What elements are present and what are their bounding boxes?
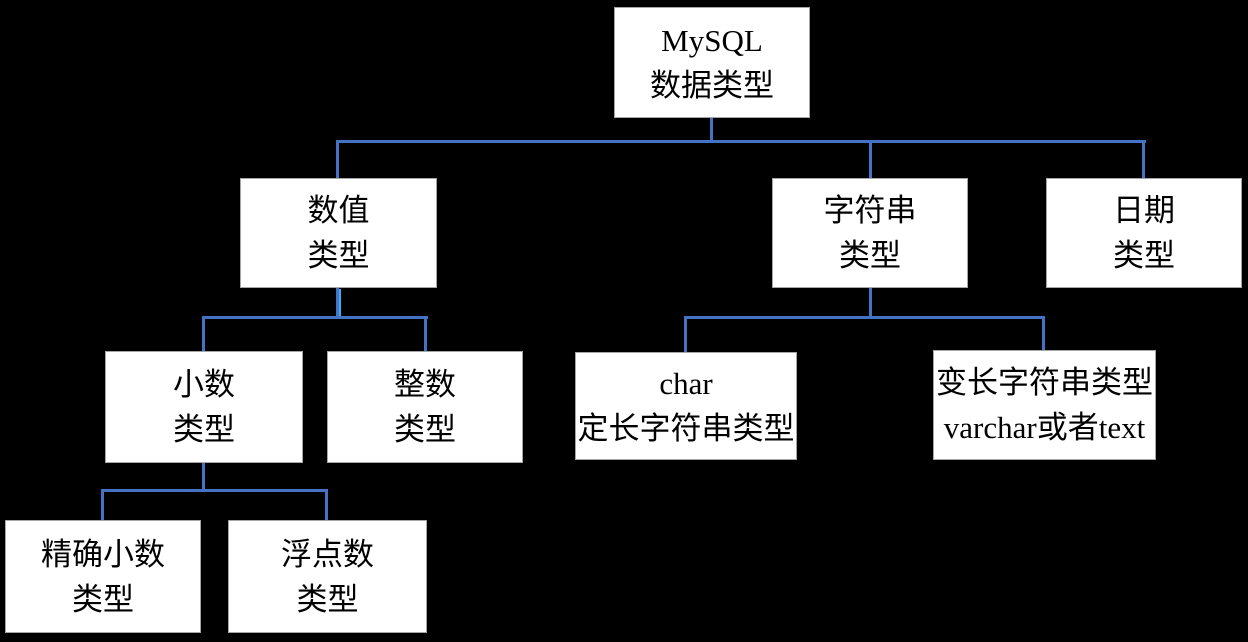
node-label-line: 类型 — [1113, 238, 1175, 273]
connector-numeric-rail — [202, 316, 428, 319]
node-label-line: 类型 — [307, 238, 370, 273]
connector-decimal-stub — [202, 463, 205, 492]
connector-string-rail — [684, 316, 1045, 319]
node-mysql-data-types: MySQL 数据类型 — [614, 7, 810, 118]
connector-drop-char — [684, 316, 687, 352]
connector-numeric-stub-highlight — [339, 289, 341, 318]
node-label-line: MySQL — [661, 22, 763, 58]
connector-drop-decimal — [202, 316, 205, 351]
connector-decimal-rail — [101, 489, 328, 492]
node-label-line: 类型 — [839, 238, 901, 273]
node-variable-length-string: 变长字符串类型 varchar或者text — [933, 350, 1156, 460]
node-label-line: 字符串 — [823, 193, 917, 228]
node-label-line: 浮点数 — [281, 536, 374, 572]
node-integer-type: 整数 类型 — [327, 351, 523, 463]
node-label-line: 定长字符串类型 — [577, 411, 795, 446]
node-label-line: char — [659, 366, 713, 401]
node-label-line: varchar或者text — [943, 410, 1146, 445]
node-date-type: 日期 类型 — [1046, 178, 1242, 288]
node-floating-point-type: 浮点数 类型 — [228, 520, 427, 633]
node-label-line: 类型 — [173, 412, 235, 447]
connector-drop-date — [1142, 140, 1145, 178]
node-label-line: 日期 — [1113, 193, 1175, 228]
node-label-line: 小数 — [173, 367, 235, 402]
node-string-type: 字符串 类型 — [772, 178, 968, 288]
connector-drop-varchar — [1042, 316, 1045, 350]
node-numeric-type: 数值 类型 — [240, 178, 437, 288]
connector-numeric-stub — [336, 288, 339, 318]
node-exact-decimal-type: 精确小数 类型 — [5, 520, 201, 633]
connector-drop-exact-decimal — [101, 489, 104, 520]
connector-string-stub — [869, 288, 872, 318]
connector-drop-numeric — [336, 140, 339, 178]
connector-drop-float — [325, 489, 328, 520]
connector-drop-integer — [424, 316, 427, 351]
node-decimal-type: 小数 类型 — [105, 351, 303, 463]
connector-drop-string — [869, 140, 872, 178]
node-label-line: 精确小数 — [41, 536, 165, 572]
node-label-line: 类型 — [296, 581, 359, 617]
node-label-line: 变长字符串类型 — [936, 365, 1153, 400]
node-char-fixed-length-string: char 定长字符串类型 — [575, 352, 797, 460]
node-label-line: 整数 — [394, 367, 456, 402]
connector-root-rail — [336, 140, 1146, 143]
node-label-line: 数值 — [307, 193, 370, 228]
connector-root-stub — [710, 118, 713, 142]
node-label-line: 数据类型 — [650, 67, 774, 103]
node-label-line: 类型 — [72, 581, 134, 617]
node-label-line: 类型 — [394, 412, 456, 447]
